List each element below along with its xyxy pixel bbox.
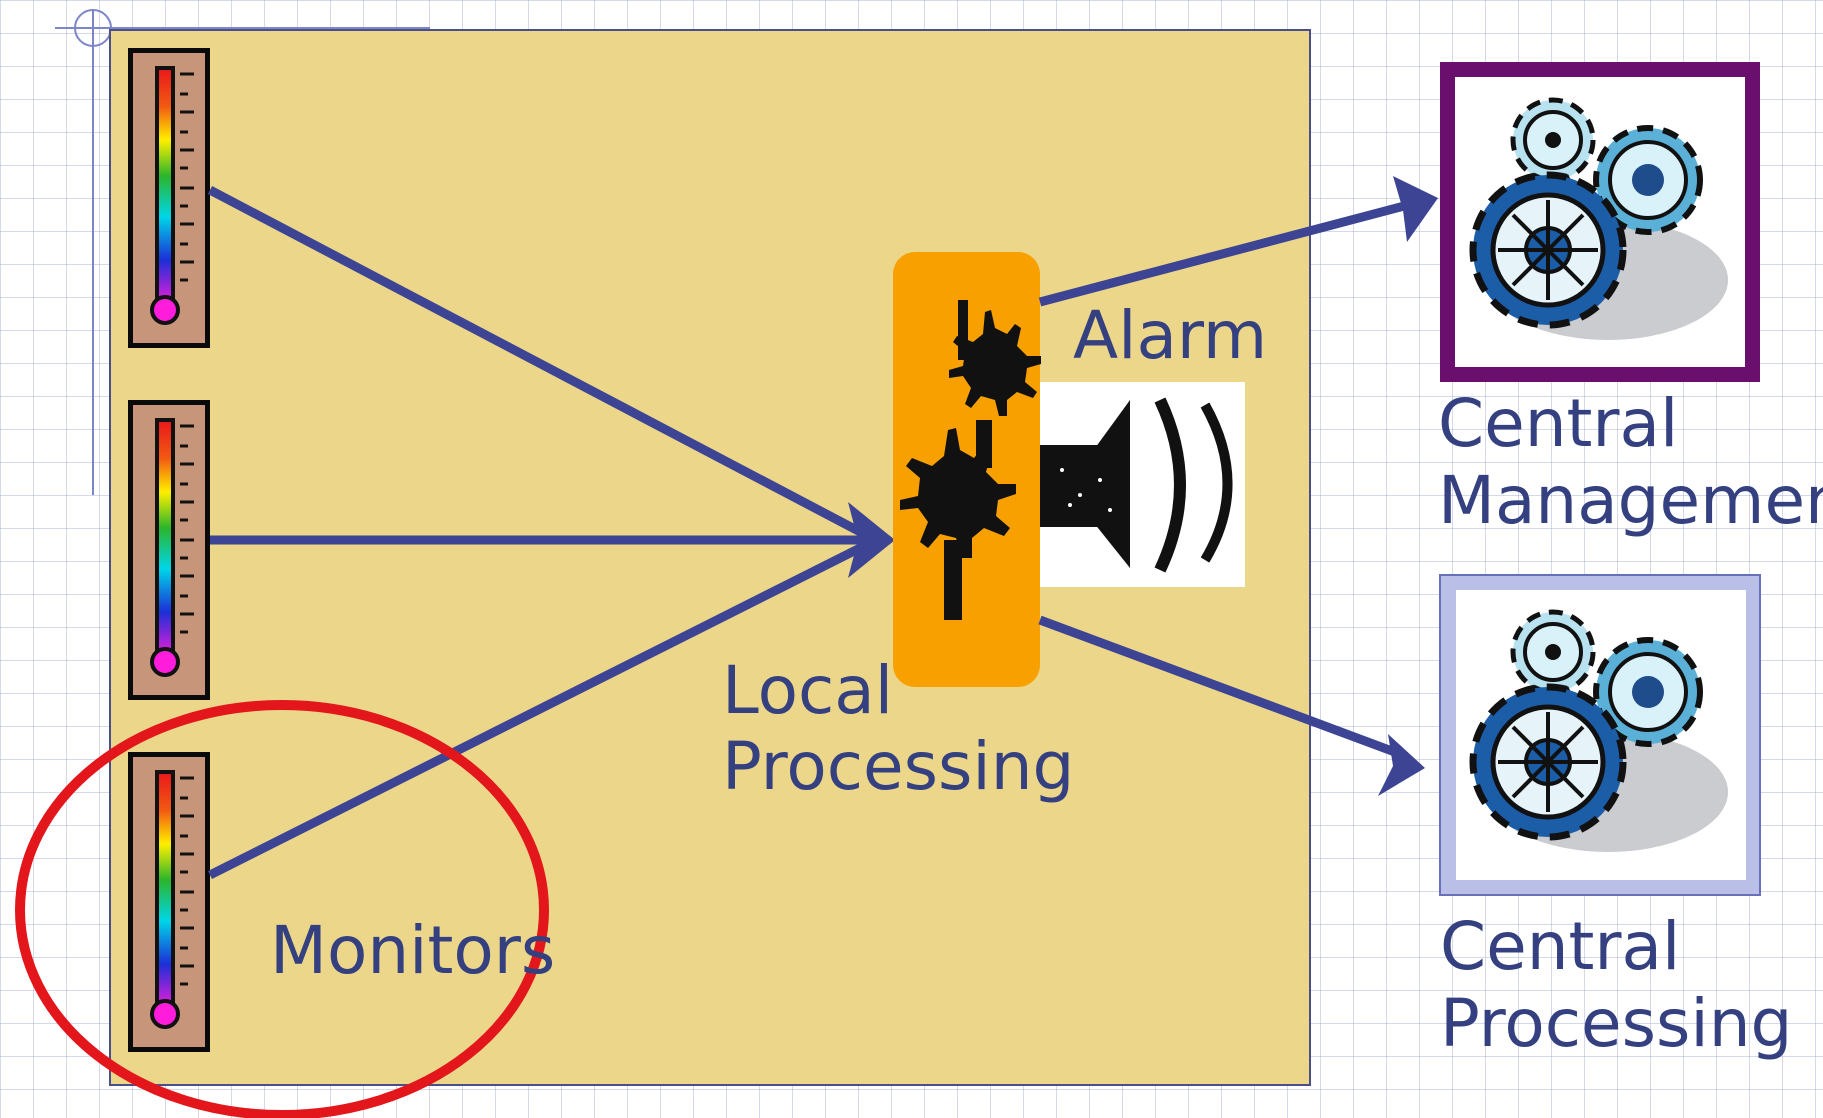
thermometer-icon — [126, 750, 212, 1054]
monitor1-to-local-arrow — [207, 186, 871, 540]
local-arrowhead — [848, 502, 895, 578]
central-management-label-line1: Central — [1438, 385, 1679, 462]
management-arrowhead — [1393, 176, 1438, 242]
central-processing-box — [1439, 574, 1761, 896]
local-processing-label-line2: Processing — [722, 728, 1075, 805]
central-management-label-line2: Management — [1438, 462, 1823, 539]
processing-arrowhead — [1378, 734, 1425, 796]
gears-icon — [893, 252, 1041, 687]
thermometer-icon — [126, 46, 212, 350]
central-management-box — [1440, 62, 1760, 382]
central-processing-label-line2: Processing — [1440, 985, 1793, 1062]
local-processing-label-line1: Local — [722, 652, 894, 729]
alarm-label: Alarm — [1073, 297, 1268, 374]
guide-origin-marker — [74, 9, 112, 47]
monitors-highlight-ring — [15, 700, 549, 1118]
local-to-processing-arrow — [1038, 615, 1402, 759]
local-to-management-arrow — [1038, 200, 1410, 307]
central-processing-label-line1: Central — [1440, 908, 1681, 985]
monitor3-to-local-arrow — [207, 539, 871, 880]
thermometer-icon — [126, 398, 212, 702]
monitors-label: Monitors — [270, 912, 556, 989]
speaker-icon — [1040, 382, 1245, 587]
